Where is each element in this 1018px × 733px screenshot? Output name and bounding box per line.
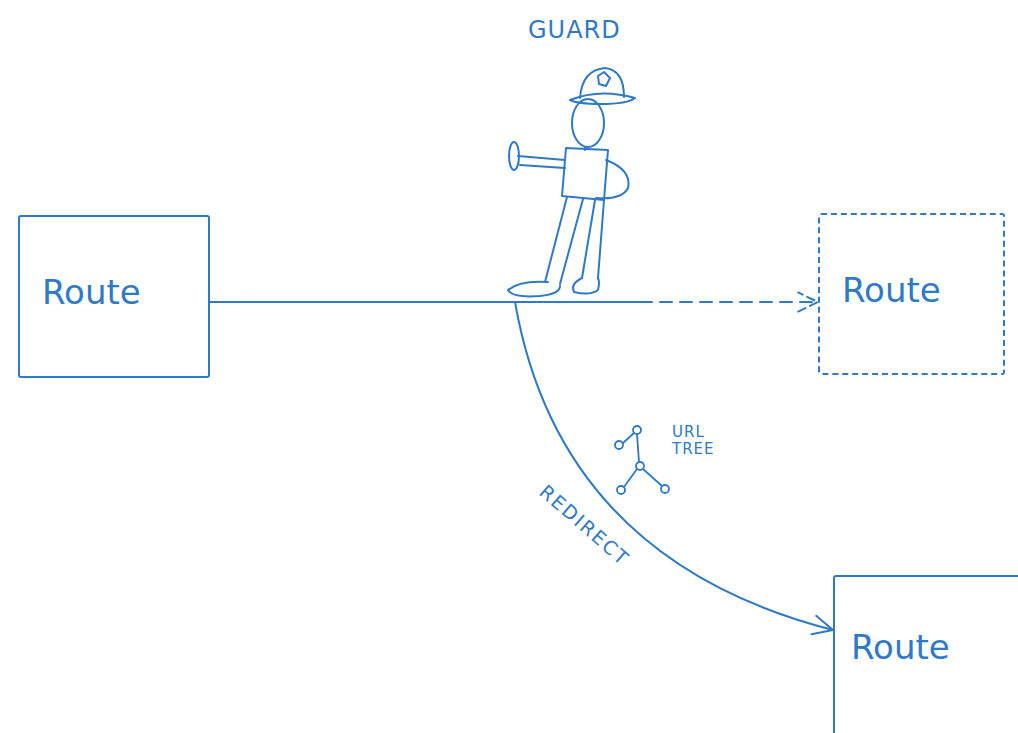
box-text: Route bbox=[42, 272, 141, 312]
box-text: Route bbox=[851, 627, 950, 667]
leg bbox=[598, 200, 604, 278]
annotation-label: GUARD bbox=[528, 16, 621, 44]
box-text: Route bbox=[842, 270, 941, 310]
hand bbox=[509, 142, 519, 170]
tree-branch bbox=[637, 434, 639, 462]
arm bbox=[596, 160, 629, 198]
hat-badge bbox=[598, 72, 610, 86]
head bbox=[572, 99, 604, 147]
tree-branch bbox=[643, 469, 662, 486]
leg bbox=[560, 199, 583, 284]
foot bbox=[508, 282, 560, 297]
leg bbox=[582, 200, 595, 278]
arrow-head bbox=[811, 616, 833, 635]
arrow-head bbox=[798, 292, 818, 311]
url-tree-icon bbox=[615, 426, 669, 494]
arm bbox=[518, 156, 565, 160]
connector-line bbox=[210, 302, 833, 630]
route-box: Route bbox=[18, 215, 210, 378]
foot bbox=[573, 278, 599, 294]
connector bbox=[210, 302, 833, 634]
connector-line bbox=[640, 301, 818, 303]
tree-node bbox=[615, 441, 623, 449]
annotation-label: URL TREE bbox=[672, 424, 724, 459]
tree-branch bbox=[624, 469, 637, 487]
route-box: Route bbox=[818, 213, 1005, 375]
route-box: Route bbox=[833, 575, 1018, 733]
guard-figure bbox=[508, 68, 635, 296]
paper bbox=[562, 148, 608, 200]
arm bbox=[520, 165, 565, 168]
tree-branch bbox=[623, 433, 634, 443]
hat-dome bbox=[580, 68, 624, 98]
